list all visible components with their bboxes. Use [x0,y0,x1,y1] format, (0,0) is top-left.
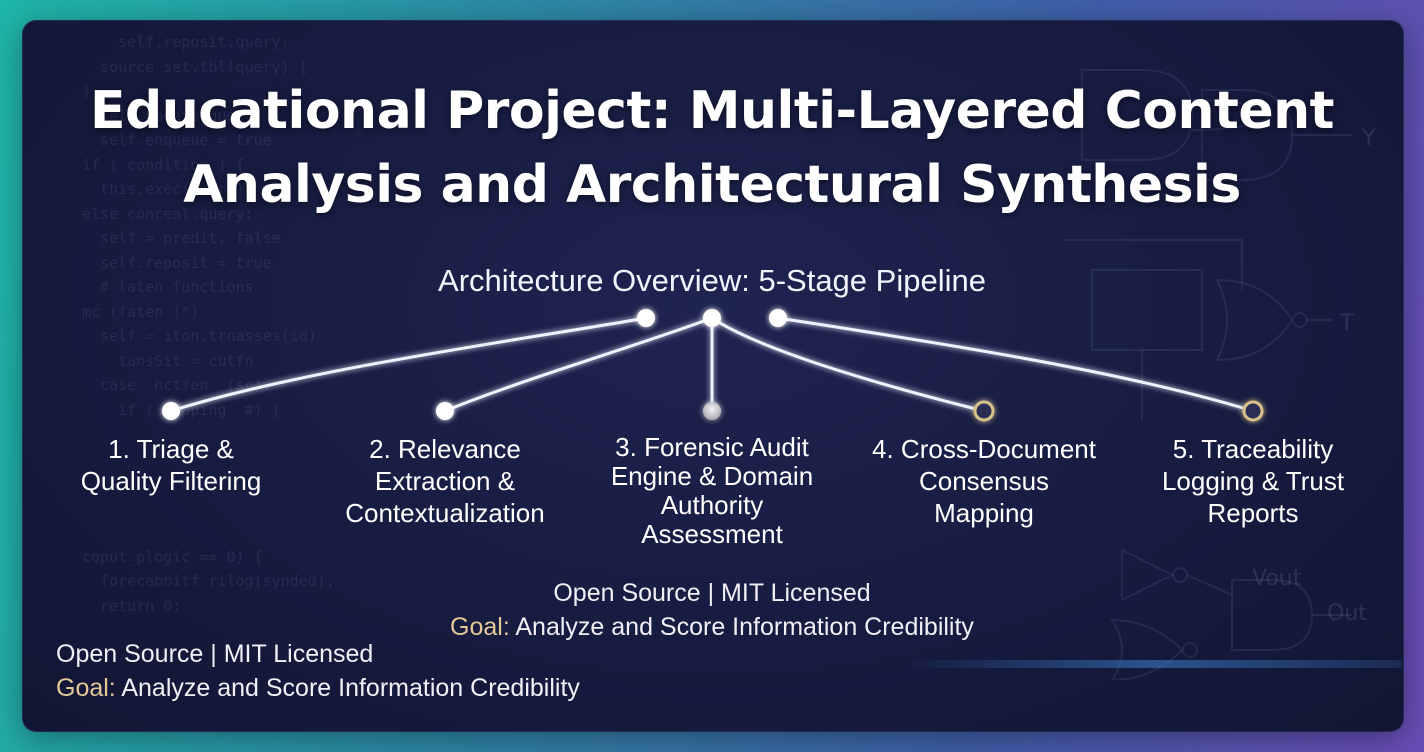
background-code-line: forecabbitf rilog(synded), [82,572,335,590]
stage-2-label: 2. Relevance Extraction & Contextualizat… [315,433,575,529]
background-code-line: self.enqueue = true [82,131,272,149]
connector-stage-4 [711,316,985,413]
center-goal: Goal: Analyze and Score Information Cred… [0,613,1424,642]
title-line-1: Educational Project: Multi-Layered Conte… [89,81,1335,141]
decorative-glow-bar [902,660,1402,668]
background-code-line: self = predit, false [82,229,281,247]
background-code-line: } [82,645,92,664]
background-code-line: else conceal.query; [82,204,254,223]
top-node-right [769,309,787,327]
left-goal-label: Goal: [56,674,116,702]
background-code-line: self = iton.trnasses(id) [82,327,317,345]
center-goal-label: Goal: [450,613,510,641]
stage-5-label: 5. Traceability Logging & Trust Reports [1123,433,1383,529]
top-node-left [637,309,655,327]
stage-1-label: 1. Triage & Quality Filtering [41,433,301,497]
stage-node-5 [1242,400,1264,422]
title-line-2: Analysis and Architectural Synthesis [183,155,1241,215]
background-code-line: source set.tbl(query) { [82,57,308,76]
background-code-line: case nctfen (sc). [82,376,272,394]
center-license: Open Source | MIT Licensed [553,579,871,607]
circuit-label-t: T [1339,311,1354,336]
stage-3-line-1: 3. Forensic Audit [615,432,809,462]
background-code-line: mc (faten (*) [82,302,200,321]
stage-4-line-3: Mapping [934,498,1034,528]
stage-2-line-1: 2. Relevance [369,434,521,464]
background-code-line: } [82,82,92,100]
background-code-line: # laten functions [82,278,254,296]
stage-3-line-4: Assessment [641,519,783,549]
center-goal-text: Analyze and Score Information Credibilit… [509,613,974,641]
background-code: self.reposit.query; source set.tbl(query… [82,30,335,667]
background-code-line: tansSit = cutfn [82,351,254,370]
pipeline-subtitle: Architecture Overview: 5-Stage Pipeline [438,263,986,298]
circuit-label-out: Out [1327,601,1367,626]
left-goal: Goal: Analyze and Score Information Cred… [56,674,580,703]
connector-stage-1 [170,316,647,413]
background-code-line: return 0; [82,596,182,615]
background-code-line: this.exec(query) [82,180,245,198]
stage-node-4 [973,400,995,422]
stage-4-line-2: Consensus [918,466,1050,496]
connector-stage-2 [444,316,713,413]
background-code-line: self.reposit.query; [82,33,290,51]
stage-5-line-3: Reports [1207,498,1299,528]
background-code-line: self.update.query [82,106,254,125]
stage-4-line-1: 4. Cross-Document [872,434,1096,464]
stage-1-line-1: 1. Triage & [108,434,234,464]
circuit-label-vout: Vout [1252,566,1302,591]
background-code-line: if ( condition ) { [82,155,245,174]
left-goal-text: Analyze and Score Information Credibilit… [115,674,580,702]
top-node-center [703,309,721,327]
stage-3-line-3: Authority [660,490,764,520]
stage-node-2 [436,402,454,420]
stage-2-line-2: Extraction & [374,466,516,496]
background-code-line: self.reposit = true [82,253,272,272]
stage-node-3 [703,402,721,420]
stage-3-label: 3. Forensic Audit Engine & Domain Author… [582,433,842,549]
circuit-label-y: Y [1361,126,1376,151]
left-license: Open Source | MIT Licensed [56,640,374,668]
stage-5-line-1: 5. Traceability [1172,434,1334,464]
stage-3-line-2: Engine & Domain [610,461,814,491]
stage-1-line-2: Quality Filtering [80,466,262,496]
stage-node-1 [162,402,180,420]
connector-stage-5 [777,316,1254,413]
stage-2-line-3: Contextualization [345,498,545,528]
background-circuit: Y T Vout Out [1062,69,1376,680]
background-code-line: coput_plogic == 0) { [82,547,263,566]
stage-4-label: 4. Cross-Document Consensus Mapping [854,433,1114,529]
stage-5-line-2: Logging & Trust [1161,466,1345,496]
